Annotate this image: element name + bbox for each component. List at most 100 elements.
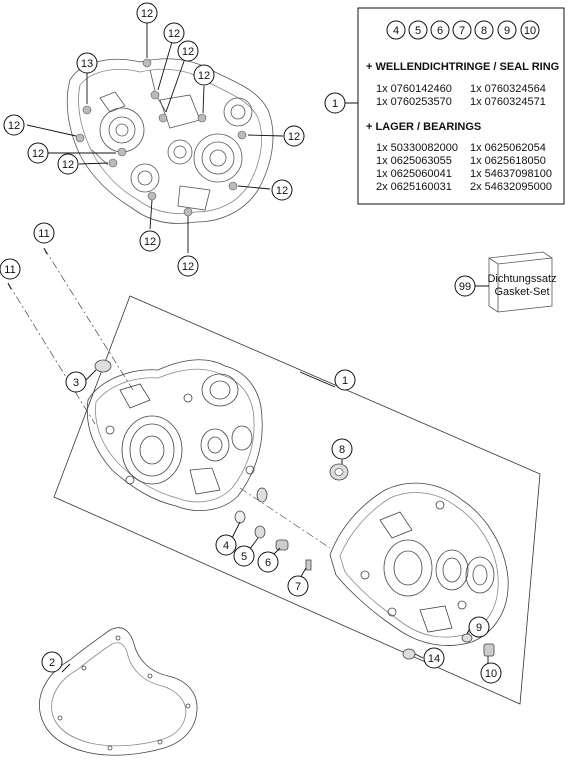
seal-part: 1x 0760253570: [376, 96, 452, 108]
svg-text:9: 9: [476, 622, 482, 634]
callout-11: 11: [0, 258, 21, 280]
svg-text:12: 12: [144, 236, 156, 248]
bearing-part: 1x 0625063055: [376, 155, 452, 167]
callout-8: 8: [331, 438, 353, 460]
bearing-part: 1x 0625060041: [376, 168, 452, 180]
svg-text:12: 12: [182, 46, 194, 58]
svg-text:6: 6: [437, 25, 443, 37]
svg-text:12: 12: [32, 148, 44, 160]
parts-info-box: 4 5 6 7 8 9 10 + WELLENDICHTRINGE / SEAL…: [345, 7, 565, 205]
info-ref-10: 10: [520, 20, 540, 40]
bearing-part: 2x 54632095000: [470, 181, 552, 193]
svg-text:1: 1: [332, 98, 338, 110]
svg-text:6: 6: [265, 557, 271, 569]
svg-text:1: 1: [342, 375, 348, 387]
callout-1-box: 1: [324, 92, 346, 114]
bolt-markers: [75, 58, 247, 217]
svg-text:12: 12: [62, 159, 74, 171]
info-ref-7: 7: [452, 20, 472, 40]
svg-text:99: 99: [459, 281, 471, 293]
svg-text:5: 5: [241, 551, 247, 563]
callout-12: 12: [177, 255, 199, 277]
bearing-part: 1x 0625062054: [470, 142, 546, 154]
bearing-part: 2x 0625160031: [376, 181, 452, 193]
bolts-11: [7, 247, 48, 290]
part-3-plug: [84, 359, 112, 382]
gasket-set-box: Dichtungssatz Gasket-Set 99: [454, 251, 557, 313]
callout-3: 3: [65, 371, 87, 393]
callout-12: 12: [271, 179, 293, 201]
info-ref-9: 9: [497, 20, 517, 40]
svg-text:Gasket-Set: Gasket-Set: [494, 286, 549, 298]
callout-12: 12: [139, 230, 161, 252]
seal-part: 1x 0760324564: [470, 83, 546, 95]
callout-12: 12: [3, 114, 25, 136]
svg-text:2: 2: [49, 657, 55, 669]
seal-part: 1x 0760324571: [470, 96, 546, 108]
part-2-gasket: [38, 627, 198, 756]
svg-text:9: 9: [504, 25, 510, 37]
small-parts-chain: [234, 487, 331, 571]
callout-10: 10: [480, 662, 502, 684]
callout-13: 13: [76, 52, 98, 74]
info-ref-8: 8: [474, 20, 494, 40]
svg-text:12: 12: [288, 131, 300, 143]
overview-leaders: [26, 22, 284, 253]
svg-text:4: 4: [223, 540, 229, 552]
callout-12: 12: [283, 125, 305, 147]
assembly-outline: [53, 295, 541, 705]
svg-text:10: 10: [524, 25, 536, 37]
parts-9-10-14: [402, 633, 495, 660]
callout-4: 4: [215, 534, 237, 556]
overview-callouts: 12 12 12 13 12 12 12 12 12 12 12 12: [3, 2, 305, 277]
callout-1: 1: [334, 369, 356, 391]
svg-text:7: 7: [295, 581, 301, 593]
callout-12: 12: [57, 153, 79, 175]
svg-text:12: 12: [276, 185, 288, 197]
main-leaders: [61, 371, 489, 673]
callout-11: 11: [33, 222, 55, 244]
bearings-heading: + LAGER / BEARINGS: [366, 121, 481, 133]
callout-5: 5: [233, 545, 255, 567]
svg-text:12: 12: [182, 261, 194, 273]
svg-text:5: 5: [415, 25, 421, 37]
info-ref-6: 6: [430, 20, 450, 40]
callout-6: 6: [257, 551, 279, 573]
callout-7: 7: [287, 575, 309, 597]
callout-12: 12: [177, 40, 199, 62]
bearing-part: 1x 0625618050: [470, 155, 546, 167]
svg-text:13: 13: [81, 58, 93, 70]
callout-12: 12: [27, 142, 49, 164]
info-ref-4: 4: [386, 20, 406, 40]
seal-ring-heading: + WELLENDICHTRINGE / SEAL RING: [366, 61, 559, 73]
svg-text:12: 12: [168, 28, 180, 40]
svg-text:8: 8: [339, 444, 345, 456]
svg-text:4: 4: [393, 25, 399, 37]
callout-12: 12: [193, 64, 215, 86]
svg-text:11: 11: [38, 228, 49, 240]
svg-text:12: 12: [8, 120, 20, 132]
callout-14: 14: [423, 647, 445, 669]
callout-12: 12: [163, 22, 185, 44]
seal-part: 1x 0760142460: [376, 83, 452, 95]
svg-text:Dichtungssatz: Dichtungssatz: [487, 273, 556, 285]
bolt-11-axes: [7, 247, 134, 425]
svg-text:14: 14: [428, 653, 440, 665]
callout-2: 2: [41, 651, 63, 673]
svg-text:3: 3: [73, 377, 79, 389]
main-callouts: 11 11 1 3 8 4 5 6 7 9 14 10 2: [0, 222, 502, 684]
part-8-bearing: [329, 460, 349, 481]
callout-12: 12: [136, 2, 158, 24]
callout-9: 9: [468, 616, 490, 638]
svg-text:12: 12: [141, 8, 153, 20]
info-ref-5: 5: [408, 20, 428, 40]
bearing-part: 1x 54637098100: [470, 168, 552, 180]
svg-text:7: 7: [459, 25, 465, 37]
bearing-part: 1x 50330082000: [376, 142, 458, 154]
left-crankcase-half: [86, 359, 263, 511]
svg-text:8: 8: [481, 25, 487, 37]
crankcase-overview: [66, 58, 274, 224]
svg-text:12: 12: [198, 70, 210, 82]
svg-text:11: 11: [4, 264, 15, 276]
